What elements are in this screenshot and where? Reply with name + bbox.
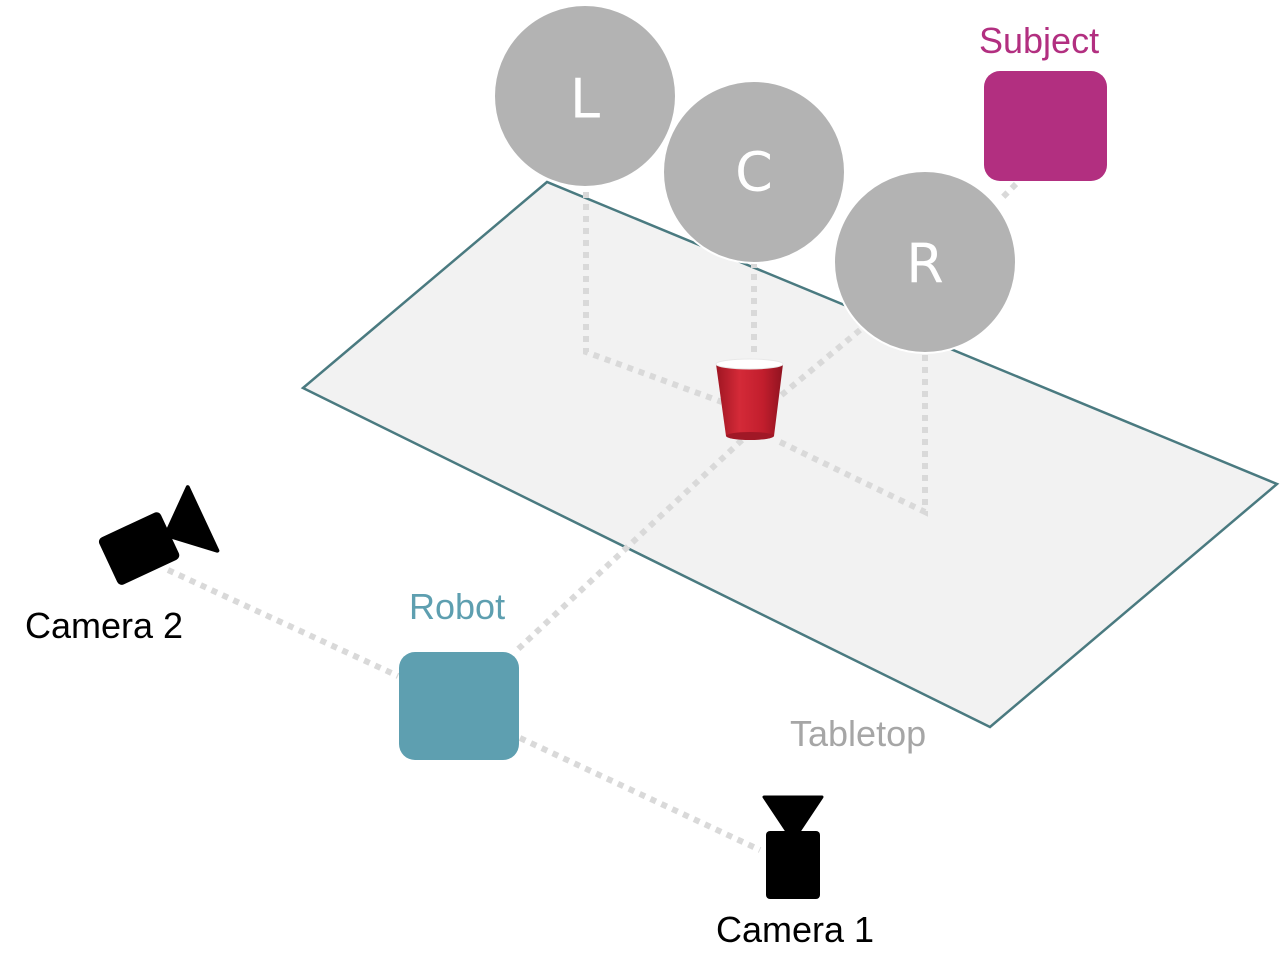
connector-l-to-cup bbox=[583, 192, 724, 405]
connector-robot-to-camera1 bbox=[518, 735, 762, 853]
connector-cup-to-robot bbox=[512, 437, 745, 655]
red-cup-icon bbox=[715, 358, 784, 440]
connector-r-to-cup bbox=[778, 355, 928, 517]
position-c: C bbox=[662, 80, 846, 264]
position-r: R bbox=[833, 170, 1017, 354]
connectors bbox=[166, 181, 1019, 853]
tabletop-surface bbox=[300, 180, 1280, 729]
camera-1-icon bbox=[762, 795, 824, 899]
position-l-label: L bbox=[570, 68, 600, 131]
connector-subject-to-r bbox=[997, 181, 1019, 203]
connector-r-diag-to-cup bbox=[776, 327, 862, 401]
subject-box bbox=[984, 71, 1107, 181]
camera-2-label: Camera 2 bbox=[25, 605, 184, 646]
connector-camera2-to-robot bbox=[166, 567, 400, 679]
position-r-label: R bbox=[906, 233, 944, 296]
subject-label: Subject bbox=[979, 20, 1100, 61]
robot-label: Robot bbox=[409, 586, 506, 627]
robot-box bbox=[399, 652, 519, 760]
position-l: L bbox=[493, 4, 677, 188]
camera-1-label: Camera 1 bbox=[716, 909, 875, 950]
position-c-label: C bbox=[735, 141, 773, 204]
tabletop-label: Tabletop bbox=[790, 713, 927, 754]
camera-2-icon bbox=[98, 485, 220, 585]
